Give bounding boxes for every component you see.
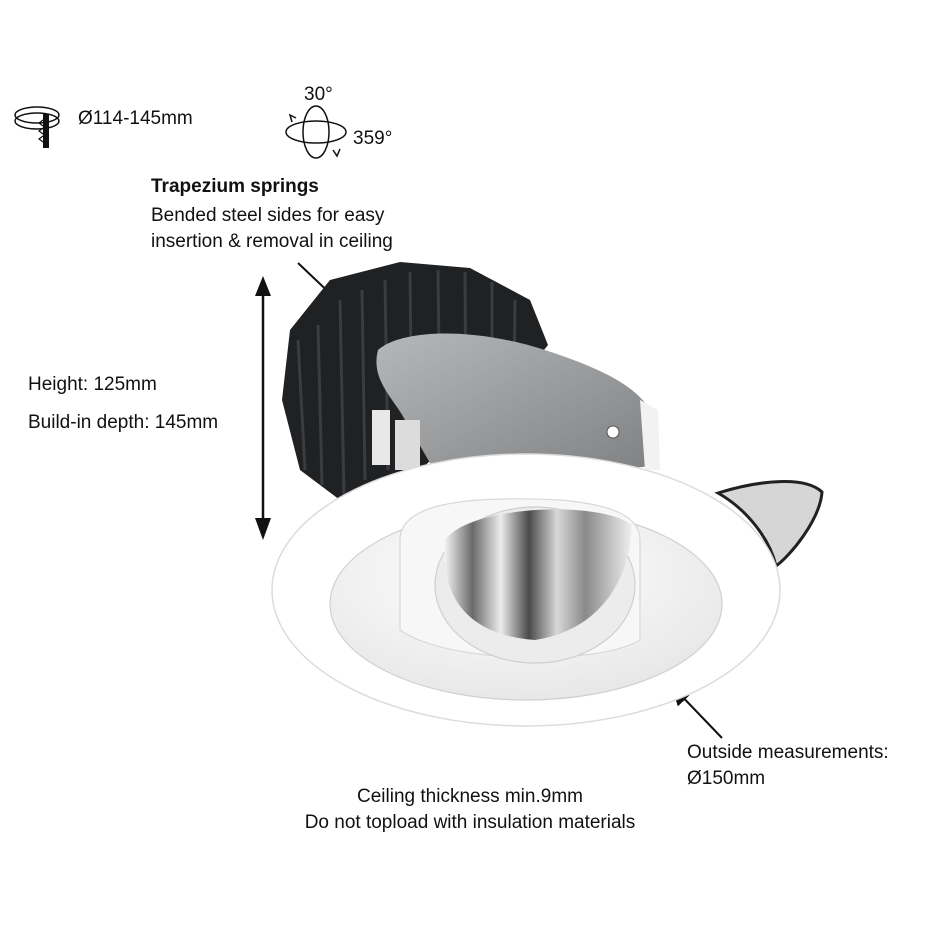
reflector bbox=[399, 498, 641, 664]
rotate-label: 359° bbox=[353, 128, 393, 149]
notes-line1: Ceiling thickness min.9mm bbox=[357, 786, 583, 807]
springs-title: Trapezium springs bbox=[151, 176, 319, 197]
depth-label: Build-in depth: 145mm bbox=[28, 412, 219, 433]
springs-line1: Bended steel sides for easy bbox=[151, 205, 385, 226]
cutout-diameter-icon bbox=[14, 106, 60, 148]
outside-line1: Outside measurements: bbox=[687, 742, 889, 763]
height-label: Height: 125mm bbox=[28, 374, 157, 395]
height-arrow bbox=[255, 276, 271, 540]
springs-line2: insertion & removal in ceiling bbox=[151, 231, 393, 252]
rotation-icon bbox=[285, 105, 347, 159]
bracket-plate bbox=[372, 333, 660, 480]
right-spring bbox=[714, 480, 824, 569]
cutout-label: Ø114-145mm bbox=[78, 108, 193, 129]
notes-line2: Do not topload with insulation materials bbox=[304, 812, 636, 833]
outside-line2: Ø150mm bbox=[687, 768, 766, 789]
tilt-label: 30° bbox=[304, 84, 333, 105]
